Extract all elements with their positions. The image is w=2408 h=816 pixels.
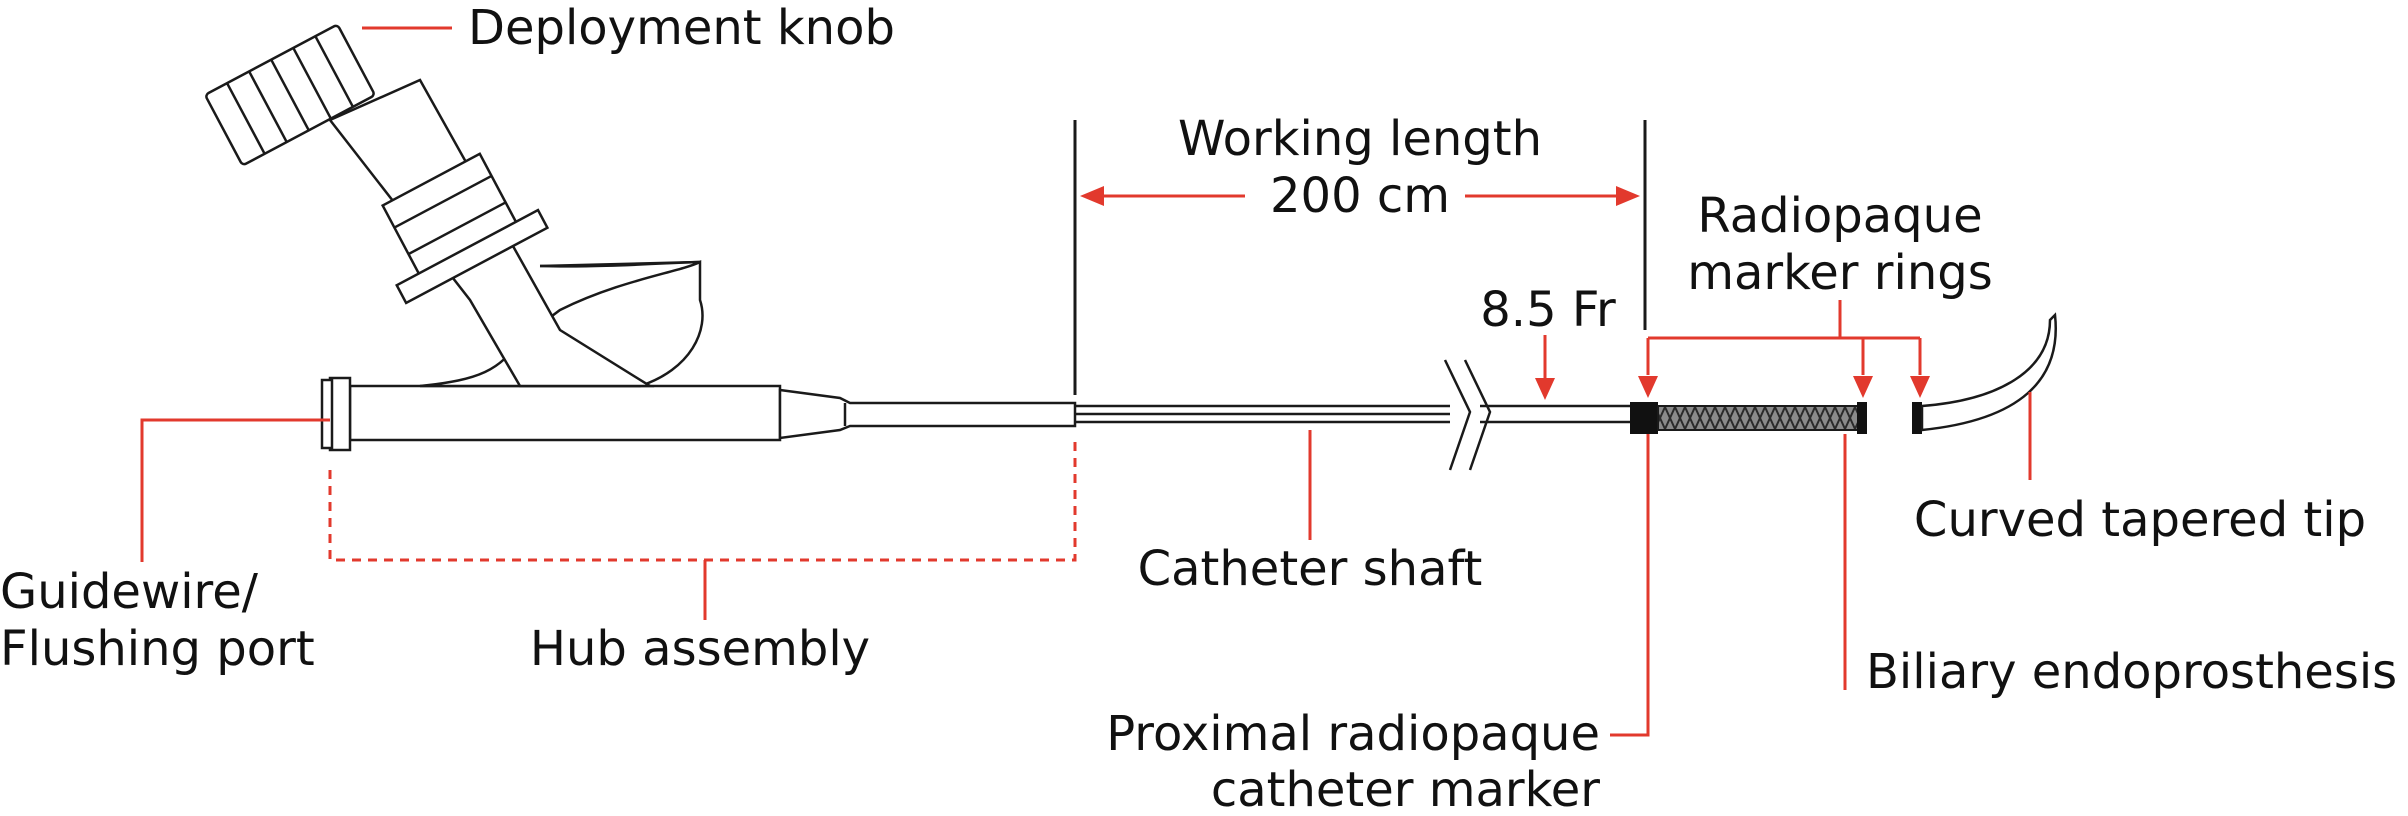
hub-assembly-bracket — [328, 440, 1077, 620]
curved-tapered-tip — [1920, 312, 2057, 432]
marker-ring-1 — [1857, 402, 1867, 434]
proximal-marker-label-line1: Proximal radiopaque — [1106, 706, 1600, 762]
biliary-endoprosthesis-label: Biliary endoprosthesis — [1866, 644, 2397, 700]
deployment-knob-label: Deployment knob — [468, 0, 895, 56]
marker-ring-2 — [1912, 402, 1922, 434]
hub-assembly — [320, 78, 1077, 452]
catheter-shaft-label: Catheter shaft — [1138, 541, 1483, 597]
marker-rings-label-line1: Radiopaque — [1697, 188, 1982, 244]
proximal-marker — [1630, 402, 1658, 434]
hub-assembly-label: Hub assembly — [530, 621, 870, 677]
working-length-value: 200 cm — [1270, 168, 1450, 224]
deployment-knob — [205, 24, 375, 166]
biliary-endoprosthesis — [1657, 405, 1863, 431]
working-length-label: Working length — [1178, 111, 1542, 167]
working-length-dimension — [1073, 120, 1647, 395]
curved-tip-label: Curved tapered tip — [1914, 492, 2366, 548]
marker-rings-leader — [1638, 300, 1930, 398]
diameter-label: 8.5 Fr — [1480, 282, 1616, 338]
guidewire-label-line2: Flushing port — [0, 621, 315, 677]
guidewire-label-line1: Guidewire/ — [0, 564, 259, 620]
proximal-marker-label-line2: catheter marker — [1211, 762, 1600, 816]
marker-rings-label-line2: marker rings — [1687, 245, 1992, 301]
device-drawing — [205, 24, 2057, 471]
catheter-shaft — [1075, 359, 1630, 471]
